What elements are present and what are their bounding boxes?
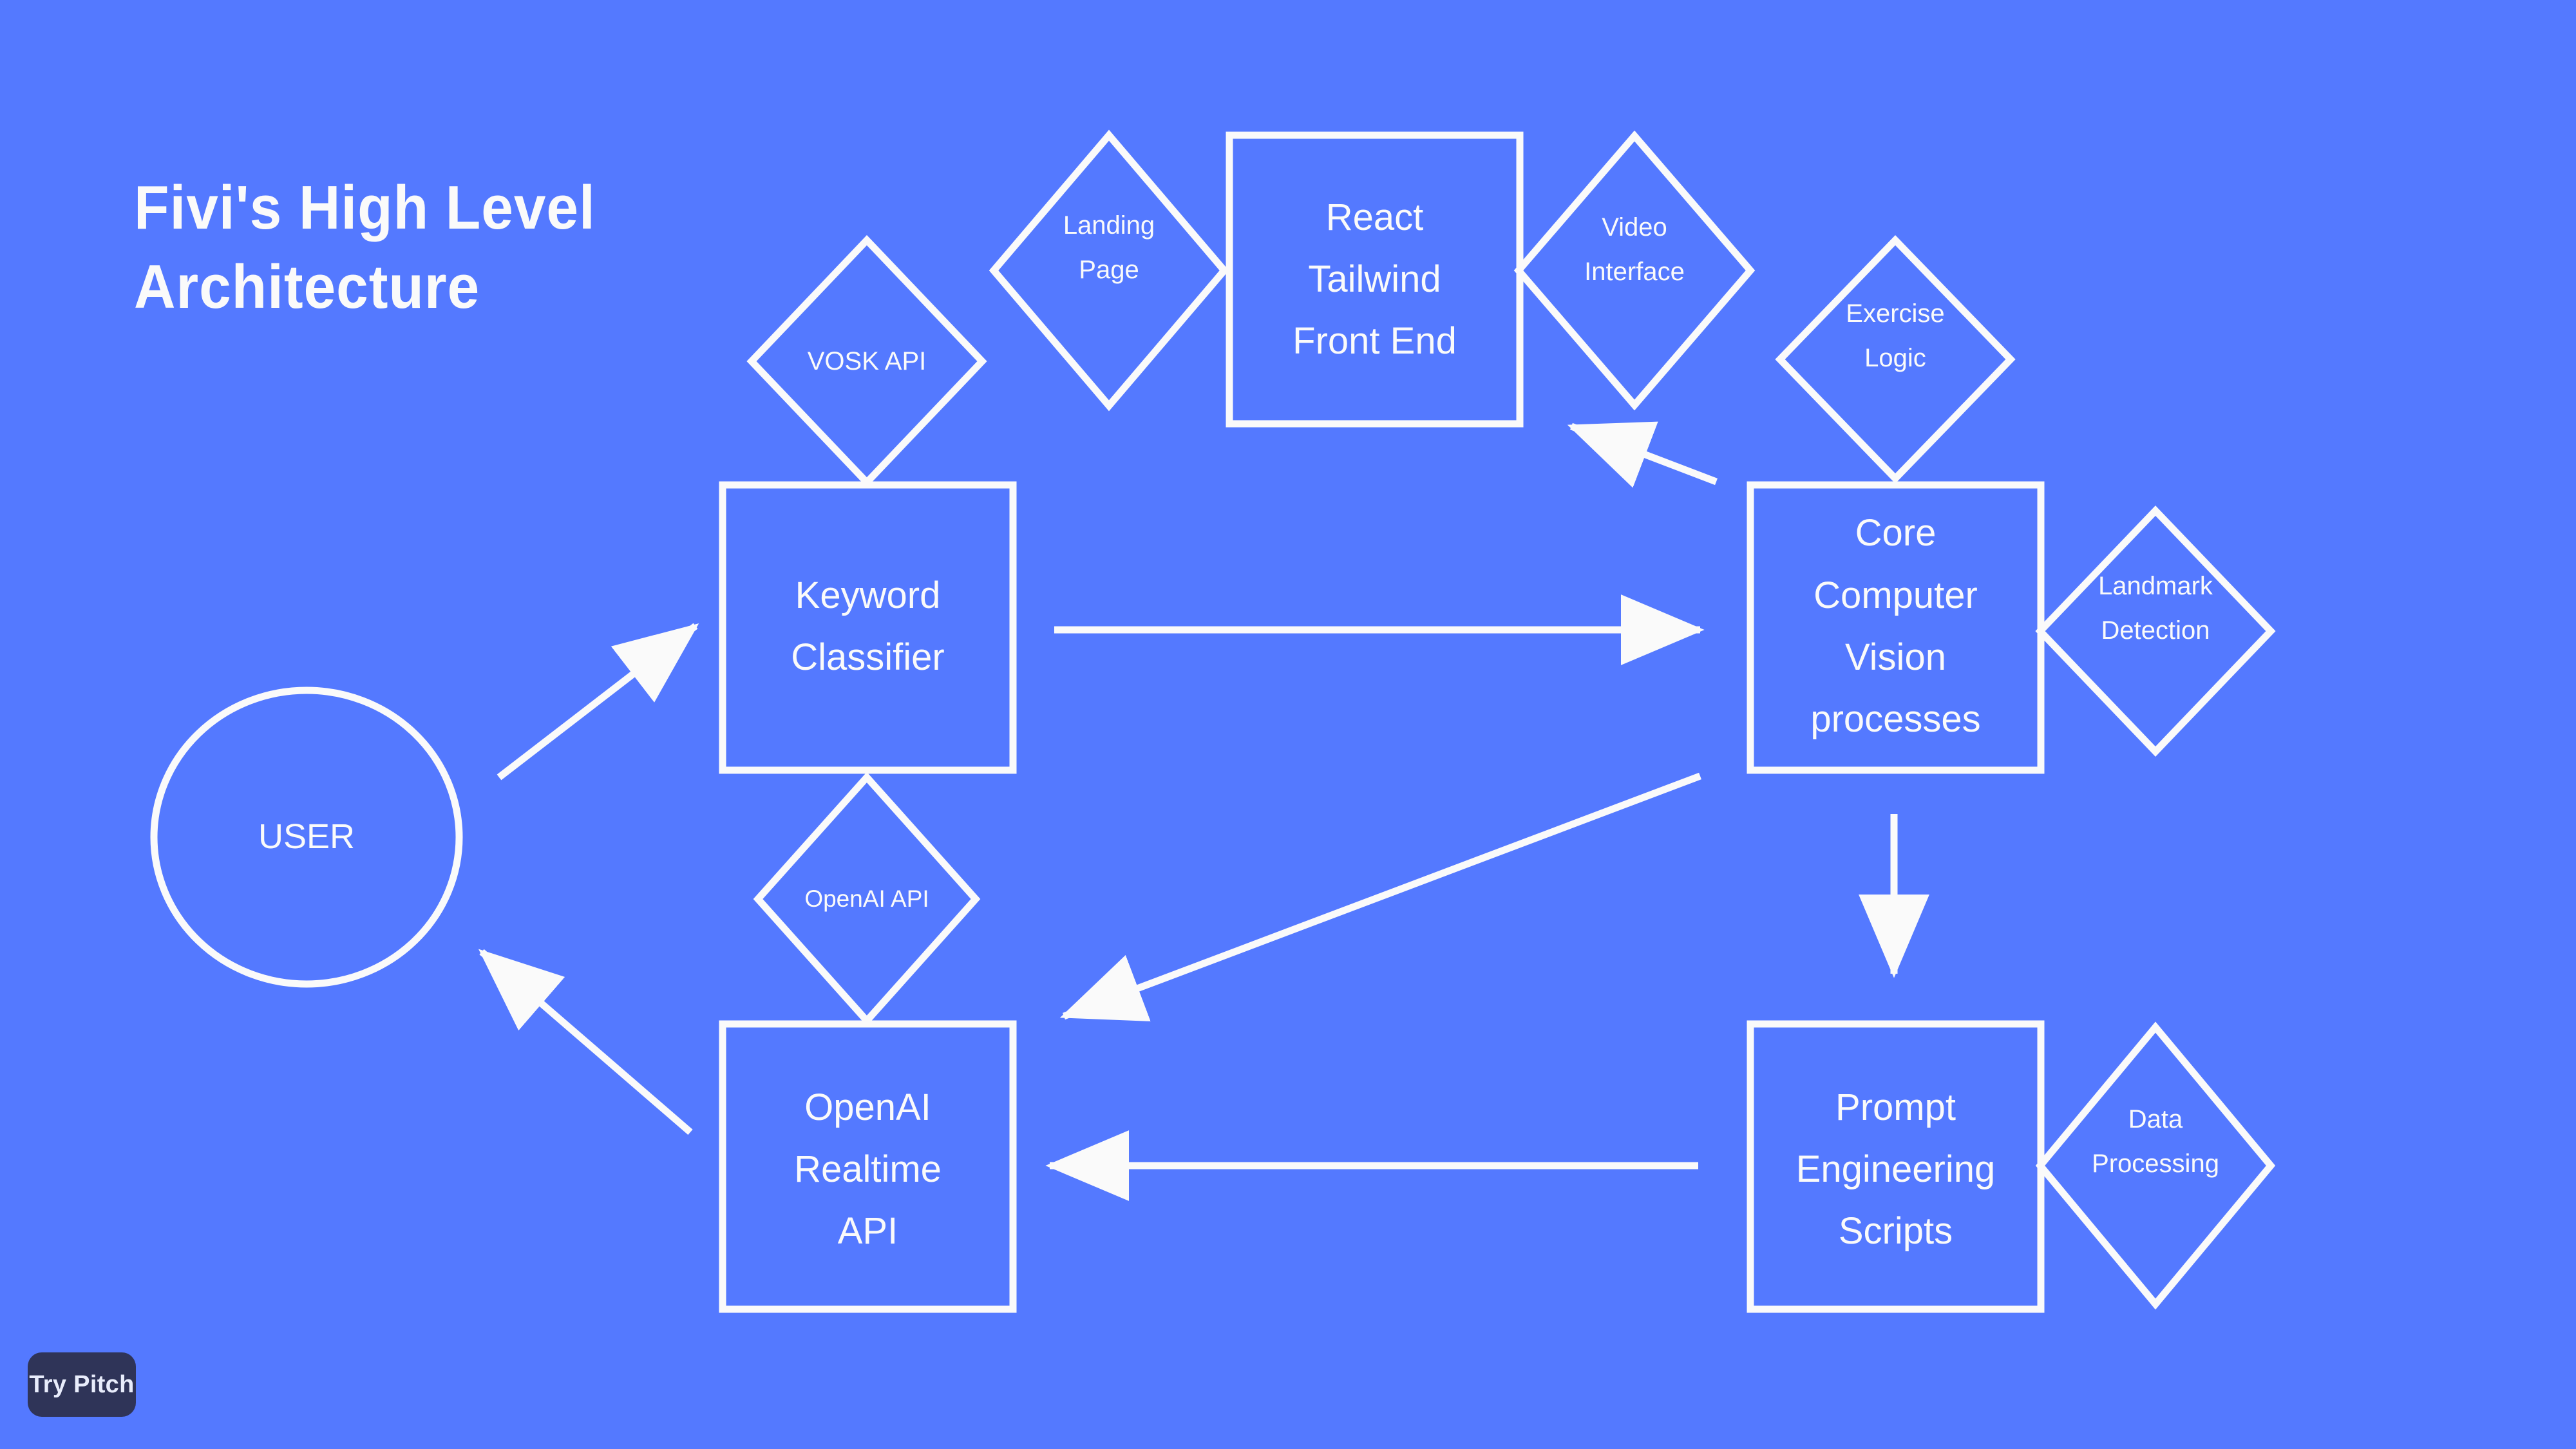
node-shape-prompt-scripts[interactable]: [1747, 1020, 2045, 1313]
node-shape-landmark-detection[interactable]: [2035, 506, 2276, 757]
node-shape-keyword-classifier[interactable]: [719, 481, 1017, 774]
edge-core-cv-to-react-front-end: [1567, 421, 1718, 488]
node-shape-landing-page[interactable]: [989, 129, 1229, 412]
node-shape-data-processing[interactable]: [2035, 1021, 2276, 1310]
node-shape-react-front-end[interactable]: [1226, 131, 1524, 428]
node-shape-openai-api[interactable]: [753, 772, 981, 1027]
node-shape-exercise-logic[interactable]: [1775, 235, 2016, 484]
page-title: Fivi's High Level Architecture: [134, 173, 596, 321]
node-shape-user[interactable]: [150, 687, 463, 988]
node-shape-video-interface[interactable]: [1513, 130, 1756, 411]
edge-core-cv-to-openai-realtime: [1059, 772, 1701, 1021]
try-pitch-button[interactable]: Try Pitch: [28, 1352, 136, 1417]
edge-openai-realtime-to-user: [478, 949, 693, 1135]
edge-user-to-keyword-classifier: [497, 623, 699, 781]
node-shape-core-cv[interactable]: [1747, 481, 2045, 774]
node-shape-openai-realtime[interactable]: [719, 1020, 1017, 1313]
